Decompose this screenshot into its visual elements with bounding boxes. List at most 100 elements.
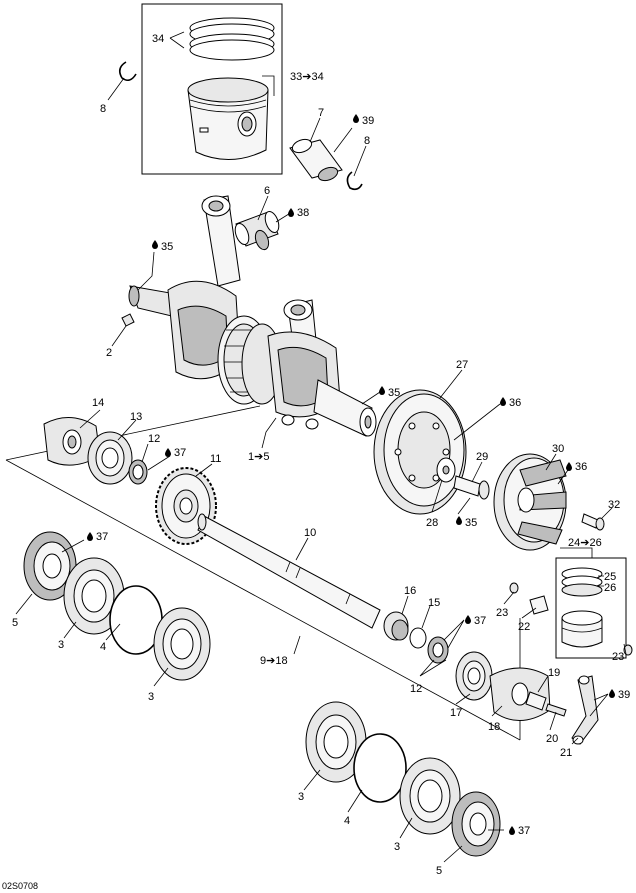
- woodruff-key: [121, 313, 135, 327]
- callout-3c: 3: [298, 791, 304, 803]
- seal-12-lower: [427, 636, 449, 664]
- callout-17: 17: [450, 707, 462, 719]
- needle-bearing-small-end: [234, 210, 280, 251]
- callout-3d: 3: [394, 841, 400, 853]
- screw-20: [545, 703, 567, 717]
- drop-icon: [87, 532, 93, 541]
- callout-32: 32: [608, 499, 620, 511]
- callout-39b: 39: [618, 689, 630, 701]
- callout-36b: 36: [575, 461, 587, 473]
- drop-icons: [87, 114, 615, 835]
- callout-labels: 34 33➔34 8 7 39 8 6 38 35 2 27 35 36 14 …: [2, 33, 630, 891]
- callout-9-18: 9➔18: [260, 655, 288, 667]
- drop-icon: [353, 114, 359, 123]
- seal-5-bottom: [451, 791, 501, 857]
- callout-20: 20: [546, 733, 558, 745]
- callout-35c: 35: [465, 517, 477, 529]
- callout-38: 38: [297, 207, 309, 219]
- callout-24-26: 24➔26: [568, 537, 602, 549]
- bearing-17: [455, 651, 493, 701]
- callout-34: 34: [152, 33, 164, 45]
- callout-37d: 37: [518, 825, 530, 837]
- flywheel: [373, 389, 490, 515]
- callout-19: 19: [548, 667, 560, 679]
- bearing-3-left-b: [153, 607, 211, 681]
- callout-5a: 5: [12, 617, 18, 629]
- drop-icon: [288, 208, 294, 217]
- drop-icon: [500, 397, 506, 406]
- callout-23b: 23: [612, 651, 624, 663]
- callout-8b: 8: [364, 135, 370, 147]
- crankshaft: [121, 195, 377, 437]
- callout-29: 29: [476, 451, 488, 463]
- callout-35a: 35: [161, 241, 173, 253]
- drop-icon: [165, 448, 171, 457]
- callout-3a: 3: [58, 639, 64, 651]
- callout-1-5: 1➔5: [248, 451, 269, 463]
- counterweight-18: [489, 667, 551, 721]
- drop-icon: [609, 689, 615, 698]
- needle-bearing-16: [383, 611, 409, 641]
- callout-22: 22: [518, 621, 530, 633]
- callout-18: 18: [488, 721, 500, 733]
- bearing-3-left-a: [63, 557, 125, 635]
- callout-15: 15: [428, 597, 440, 609]
- callout-37a: 37: [174, 447, 186, 459]
- callout-12b: 12: [410, 683, 422, 695]
- circlip-right: [346, 171, 363, 191]
- callout-37b: 37: [96, 531, 108, 543]
- callout-8a: 8: [100, 103, 106, 115]
- drop-icon: [566, 462, 572, 471]
- piston-group-box: [141, 3, 283, 175]
- callout-2: 2: [106, 347, 112, 359]
- callout-37c: 37: [474, 615, 486, 627]
- callout-14: 14: [92, 397, 104, 409]
- bearing-3-bottom-a: [305, 701, 367, 783]
- ring-15: [409, 627, 427, 649]
- callout-13: 13: [130, 411, 142, 423]
- callout-25: 25: [604, 571, 616, 583]
- drop-icon: [152, 240, 158, 249]
- leader-lines: [15, 31, 627, 863]
- plug-23a: [509, 582, 519, 594]
- ring-4-bottom: [353, 733, 407, 803]
- callout-36a: 36: [509, 397, 521, 409]
- wrist-pin: [289, 138, 343, 182]
- pin-19: [525, 691, 547, 711]
- callout-7: 7: [318, 107, 324, 119]
- callout-6: 6: [264, 185, 270, 197]
- callout-4a: 4: [100, 641, 106, 653]
- seal-12-upper: [128, 459, 148, 485]
- balancer-shaft-10: [197, 513, 381, 629]
- bearing-3-bottom-b: [399, 757, 461, 835]
- drop-icon: [379, 386, 385, 395]
- diagram-id: 02S0708: [2, 881, 38, 891]
- pin-22: [529, 595, 549, 615]
- callout-4b: 4: [344, 815, 350, 827]
- counterweight-14: [43, 417, 101, 466]
- callout-28: 28: [426, 517, 438, 529]
- bearing-13: [87, 431, 133, 485]
- callout-12a: 12: [148, 433, 160, 445]
- callout-11: 11: [210, 453, 221, 465]
- callout-30: 30: [552, 443, 564, 455]
- callout-21: 21: [560, 747, 572, 759]
- callout-33-34: 33➔34: [290, 71, 324, 83]
- drop-icon: [465, 615, 471, 624]
- callout-3b: 3: [148, 691, 154, 703]
- drop-icon: [456, 516, 462, 525]
- seal-kit-box: [555, 557, 627, 659]
- water-pump-impeller: [493, 453, 605, 551]
- callout-26: 26: [604, 582, 616, 594]
- drop-icon: [509, 826, 515, 835]
- callout-10: 10: [304, 527, 316, 539]
- callout-27: 27: [456, 359, 468, 371]
- callout-35b: 35: [388, 387, 400, 399]
- lever-21: [571, 675, 599, 745]
- callout-16: 16: [404, 585, 416, 597]
- seal-5-left: [23, 531, 77, 601]
- callout-39a: 39: [362, 115, 374, 127]
- callout-5b: 5: [436, 865, 442, 877]
- circlip-left: [118, 61, 137, 82]
